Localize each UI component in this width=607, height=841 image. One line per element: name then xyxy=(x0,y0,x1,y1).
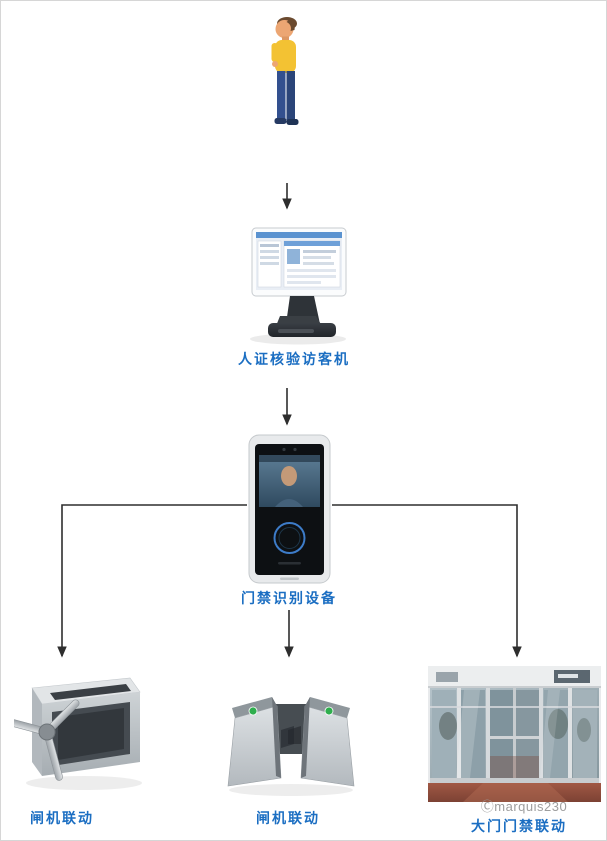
turnstile-hub xyxy=(38,723,56,741)
visitor-machine-label: 人证核验访客机 xyxy=(238,351,350,367)
visitor-person-illustration xyxy=(263,16,309,132)
gate-open-indicator-icon xyxy=(249,707,257,715)
tripod-turnstile-illustration xyxy=(0,666,149,794)
gate-open-indicator-icon xyxy=(325,707,333,715)
flap-barrier-icon xyxy=(227,697,355,796)
door-push-rail xyxy=(490,736,539,739)
door-threshold xyxy=(430,778,599,783)
kiosk-monitor xyxy=(251,227,347,297)
tripod-turnstile-icon xyxy=(0,677,142,790)
flap-barrier-gate-illustration xyxy=(222,672,360,800)
arrow-terminal-to-main-door xyxy=(332,504,522,658)
person-head xyxy=(275,20,294,38)
door-fascia xyxy=(428,666,601,688)
door-leaf-right xyxy=(516,690,539,778)
main-door-label: 大门门禁联动 xyxy=(471,818,567,834)
watermark: Ⓒmarquis230 xyxy=(480,799,568,814)
kiosk-icon xyxy=(250,227,347,345)
face-recognition-terminal-illustration xyxy=(247,434,332,584)
gate-right-pedestal xyxy=(300,697,355,787)
access-terminal-icon xyxy=(248,434,331,584)
turnstile-arms xyxy=(0,699,80,781)
arrow-terminal-to-left-gate xyxy=(57,504,247,658)
glass-panels xyxy=(430,688,599,780)
left-gate-label: 闸机联动 xyxy=(30,810,94,826)
person-pants xyxy=(277,71,286,120)
middle-gate-label: 闸机联动 xyxy=(256,810,320,826)
person-icon xyxy=(271,17,299,125)
camera-icon xyxy=(282,447,286,452)
id-verification-kiosk-illustration xyxy=(230,226,360,348)
person-shirt xyxy=(275,40,296,73)
kiosk-stand xyxy=(268,296,336,337)
access-device-label: 门禁识别设备 xyxy=(241,590,337,606)
scan-ring xyxy=(273,522,306,554)
gate-left-pedestal xyxy=(227,697,282,787)
door-leaf-left xyxy=(490,690,513,778)
glass-entrance-doors-photo xyxy=(428,666,601,802)
glass-doors-icon xyxy=(428,666,601,802)
